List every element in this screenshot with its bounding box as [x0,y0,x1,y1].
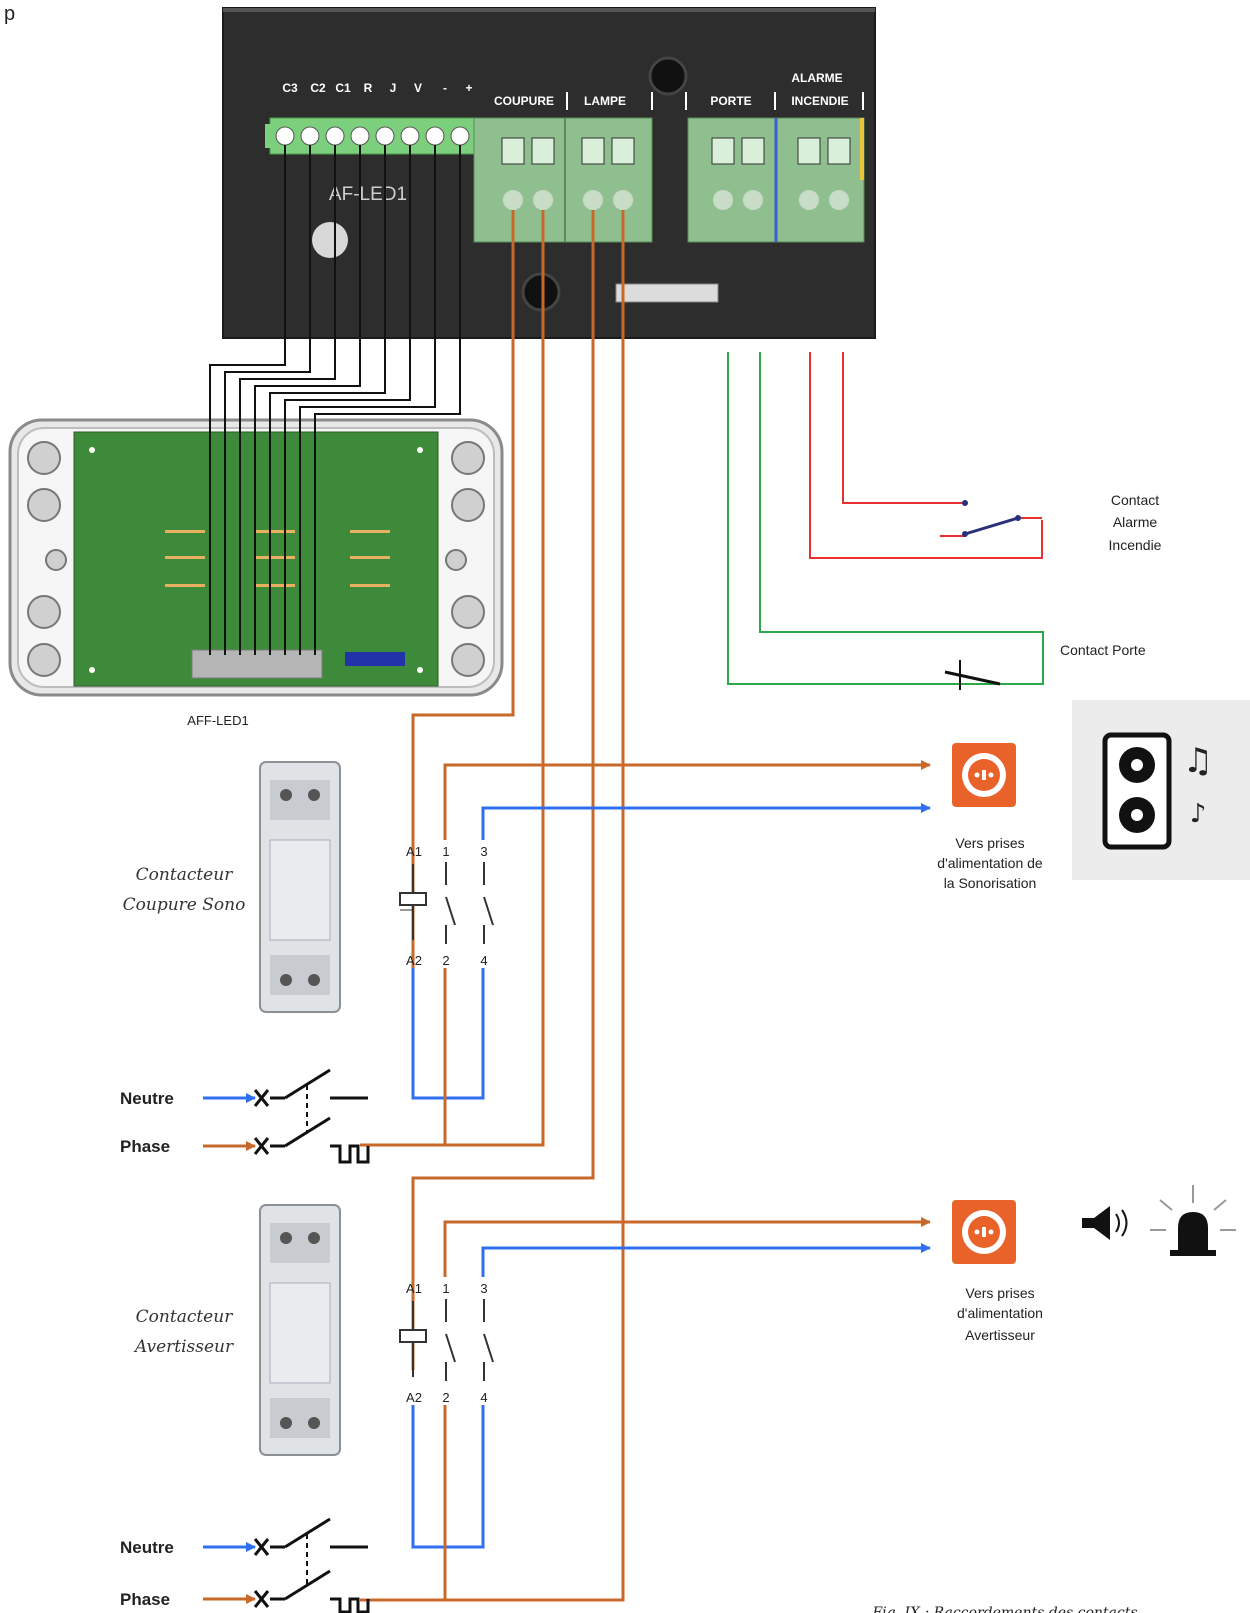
contact-alarme-line2: Alarme [1113,514,1158,530]
contactor-1-image [259,761,341,1013]
c2-terminal-4: 4 [480,1390,487,1405]
contactor-1-wires [360,760,931,1147]
supply-1-phase-label: Phase [120,1137,170,1156]
top-marker: p [4,3,15,25]
c2-terminal-3: 3 [480,1281,487,1296]
contactor-1-symbol: A1 1 3 A2 2 4 [399,844,494,968]
outlet-1-line1: Vers prises [955,835,1024,851]
supply-2-neutre-label: Neutre [120,1538,174,1557]
terminal-label-plus: + [465,81,472,95]
terminal-label-v: V [414,81,422,95]
figure-caption: Fig. IX : Raccordements des contacts [871,1605,1137,1613]
coupure-lampe-terminals [473,117,653,243]
contactor-2-wires [360,1217,931,1602]
horn-icon [1082,1206,1128,1240]
outlet-2-line2: d'alimentation [957,1305,1043,1321]
outlet-2-icon [952,1200,1016,1264]
c1-terminal-a1: A1 [406,844,422,859]
mounting-hole [312,222,348,258]
outlet-1-icon [952,743,1016,807]
terminal-labels: C3 C2 C1 R J V - + [282,81,472,95]
contactor-2-title-line1: Contacteur [136,1307,234,1327]
knob-top [648,56,688,96]
c1-terminal-4: 4 [480,953,487,968]
contactor-2-symbol: A1 1 3 A2 2 4 [399,1281,494,1405]
c1-terminal-a2: A2 [406,953,422,968]
board-label: AF-LED1 [329,184,407,205]
contact-alarme-line1: Contact [1111,492,1159,508]
incendie-label: INCENDIE [791,94,848,108]
contactor-2-image [259,1204,341,1456]
c2-terminal-a2: A2 [406,1390,422,1405]
c1-terminal-2: 2 [442,953,449,968]
supply-1-neutre-label: Neutre [120,1089,174,1108]
c1-terminal-1: 1 [442,844,449,859]
c1-terminal-3: 3 [480,844,487,859]
supply-1-switch: Neutre Phase [120,1068,370,1164]
alarme-label: ALARME [791,71,842,85]
contactor-1-title-line2: Coupure Sono [123,895,246,915]
porte-contact-wiring [727,352,1044,690]
contactor-1-title-line1: Contacteur [136,865,234,885]
outlet-1-line2: d'alimentation de [937,855,1043,871]
terminal-label-c1: C1 [335,81,351,95]
porte-alarme-terminals [687,117,865,243]
supply-2-switch: Neutre Phase [120,1517,370,1613]
terminal-label-minus: - [443,81,447,95]
terminal-label-r: R [364,81,373,95]
beacon-icon [1150,1185,1236,1256]
fuse-holder [615,283,719,303]
speaker-icon [1072,700,1250,880]
terminal-label-c3: C3 [282,81,298,95]
contact-alarme-line3: Incendie [1109,537,1162,553]
music-note-icon: ♪ [1190,799,1207,829]
coupure-label: COUPURE [494,94,554,108]
board-caption: AFF-LED1 [187,713,248,728]
contactor-2-title-line2: Avertisseur [133,1337,234,1357]
porte-label: PORTE [710,94,751,108]
terminal-label-j: J [390,81,397,95]
music-notes-icon: ♫ [1183,741,1213,781]
c2-terminal-1: 1 [442,1281,449,1296]
led-signal-wires [209,145,461,655]
outlet-1-line3: la Sonorisation [944,875,1037,891]
terminal-label-c2: C2 [310,81,326,95]
led-terminal-block [265,117,481,155]
lampe-label: LAMPE [584,94,626,108]
supply-2-phase-label: Phase [120,1590,170,1609]
alarme-contact-wiring [809,352,1043,559]
knob-bottom [521,272,561,312]
outlet-2-line3: Avertisseur [965,1327,1035,1343]
outlet-2-line1: Vers prises [965,1285,1034,1301]
contact-porte-label: Contact Porte [1060,642,1146,658]
control-panel: C3 C2 C1 R J V - + AF-LED1 COUPURE LA [222,7,876,339]
c2-terminal-a1: A1 [406,1281,422,1296]
c2-terminal-2: 2 [442,1390,449,1405]
